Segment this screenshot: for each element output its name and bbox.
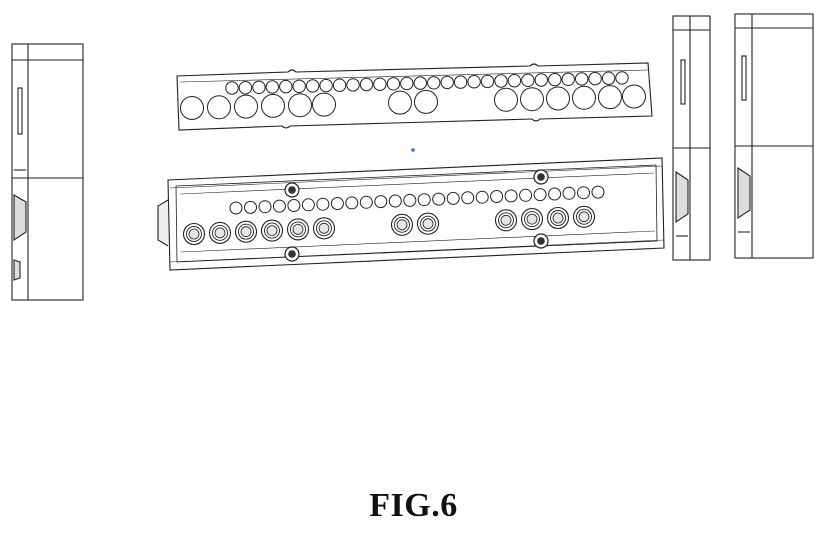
right-end-block-outer: [734, 13, 814, 259]
plate-small-hole: [386, 77, 401, 91]
rail-small-hole: [504, 189, 518, 203]
plate-small-hole: [359, 77, 374, 92]
rail-socket: [182, 222, 206, 246]
plate-small-hole: [292, 79, 306, 94]
rail-socket: [520, 208, 544, 231]
plate-small-hole: [548, 72, 562, 87]
plate-small-hole: [588, 71, 602, 86]
plate-large-hole: [546, 86, 570, 111]
plate-small-hole: [413, 76, 427, 90]
rail-small-hole: [562, 186, 576, 200]
rail-small-hole: [432, 192, 446, 206]
rail-small-hole: [519, 188, 533, 202]
plate-small-hole: [332, 78, 347, 92]
plate-large-hole: [312, 92, 336, 117]
rail-socket: [234, 220, 258, 243]
rail-small-hole: [316, 197, 330, 211]
rail-small-hole: [301, 198, 315, 212]
plate-small-hole: [601, 71, 616, 85]
plate-large-hole: [494, 87, 518, 112]
plate-small-hole: [480, 74, 495, 89]
plate-large-hole: [572, 85, 596, 110]
plate-large-hole: [388, 90, 412, 115]
plate-small-hole: [440, 75, 454, 90]
plate-small-hole: [238, 81, 253, 95]
rail-small-hole: [461, 191, 475, 205]
marker-dot: [411, 148, 415, 152]
plate-small-hole: [279, 79, 293, 94]
plate-large-hole: [180, 96, 204, 120]
rail-small-hole: [417, 193, 431, 207]
rail-small-hole: [388, 194, 402, 208]
rail-socket: [390, 213, 414, 236]
plate-small-hole: [265, 80, 279, 94]
rail-small-holes: [229, 185, 605, 215]
rail-socket: [494, 209, 518, 232]
rail-small-hole: [490, 190, 504, 203]
plate-small-hole: [319, 78, 333, 93]
plate-large-hole: [234, 94, 258, 119]
rail-small-hole: [345, 196, 359, 210]
bottom-rail-assembly: [157, 157, 665, 271]
plate-small-hole: [494, 74, 508, 88]
rail-small-hole: [272, 199, 286, 213]
top-plate-small-holes: [225, 71, 629, 95]
plate-large-hole: [288, 93, 312, 118]
rail-small-hole: [475, 190, 489, 204]
rail-screw: [284, 246, 300, 262]
rail-small-hole: [374, 195, 388, 209]
rail-small-hole: [330, 197, 344, 210]
right-end-block-inner: [672, 15, 711, 261]
plate-small-hole: [306, 79, 320, 93]
plate-small-hole: [575, 72, 589, 86]
rail-small-hole: [591, 185, 605, 199]
plate-small-hole: [225, 81, 239, 95]
plate-small-hole: [561, 72, 575, 87]
plate-small-hole: [507, 74, 522, 88]
plate-small-hole: [467, 75, 481, 89]
rail-small-hole: [244, 200, 257, 214]
plate-small-hole: [615, 71, 629, 85]
rail-small-hole: [287, 199, 301, 212]
rail-screws: [284, 169, 549, 262]
plate-small-hole: [453, 75, 468, 89]
rail-socket: [260, 219, 284, 242]
rail-screw: [533, 233, 549, 249]
plate-small-hole: [400, 76, 414, 91]
plate-large-hole: [261, 93, 285, 118]
top-plate-large-holes: [180, 84, 646, 120]
rail-small-hole: [359, 195, 373, 209]
plate-large-hole: [414, 89, 438, 114]
rail-socket: [546, 206, 570, 230]
plate-small-hole: [373, 77, 387, 91]
rail-small-hole: [229, 201, 243, 215]
rail-screw: [284, 182, 300, 198]
rail-sockets: [182, 205, 596, 246]
plate-large-hole: [207, 95, 231, 120]
plate-small-hole: [252, 80, 266, 95]
rail-socket: [208, 221, 232, 244]
rail-socket: [416, 212, 440, 235]
top-plate: [176, 62, 653, 131]
left-end-block: [11, 43, 84, 301]
plate-large-hole: [520, 87, 544, 112]
plate-large-hole: [598, 85, 622, 110]
plate-small-hole: [346, 78, 360, 92]
rail-small-hole: [533, 188, 547, 202]
plate-large-hole: [622, 84, 646, 109]
rail-small-hole: [548, 187, 562, 201]
figure-caption: FIG.6: [369, 487, 458, 524]
rail-screw: [533, 169, 549, 185]
rail-small-hole: [258, 200, 272, 214]
rail-small-hole: [446, 191, 460, 205]
rail-socket: [572, 205, 596, 228]
rail-small-hole: [403, 193, 417, 207]
rail-socket: [312, 217, 336, 240]
rail-small-hole: [577, 186, 590, 200]
plate-small-hole: [521, 73, 535, 88]
plate-small-hole: [534, 73, 548, 87]
plate-small-hole: [427, 76, 441, 90]
rail-socket: [286, 218, 310, 241]
